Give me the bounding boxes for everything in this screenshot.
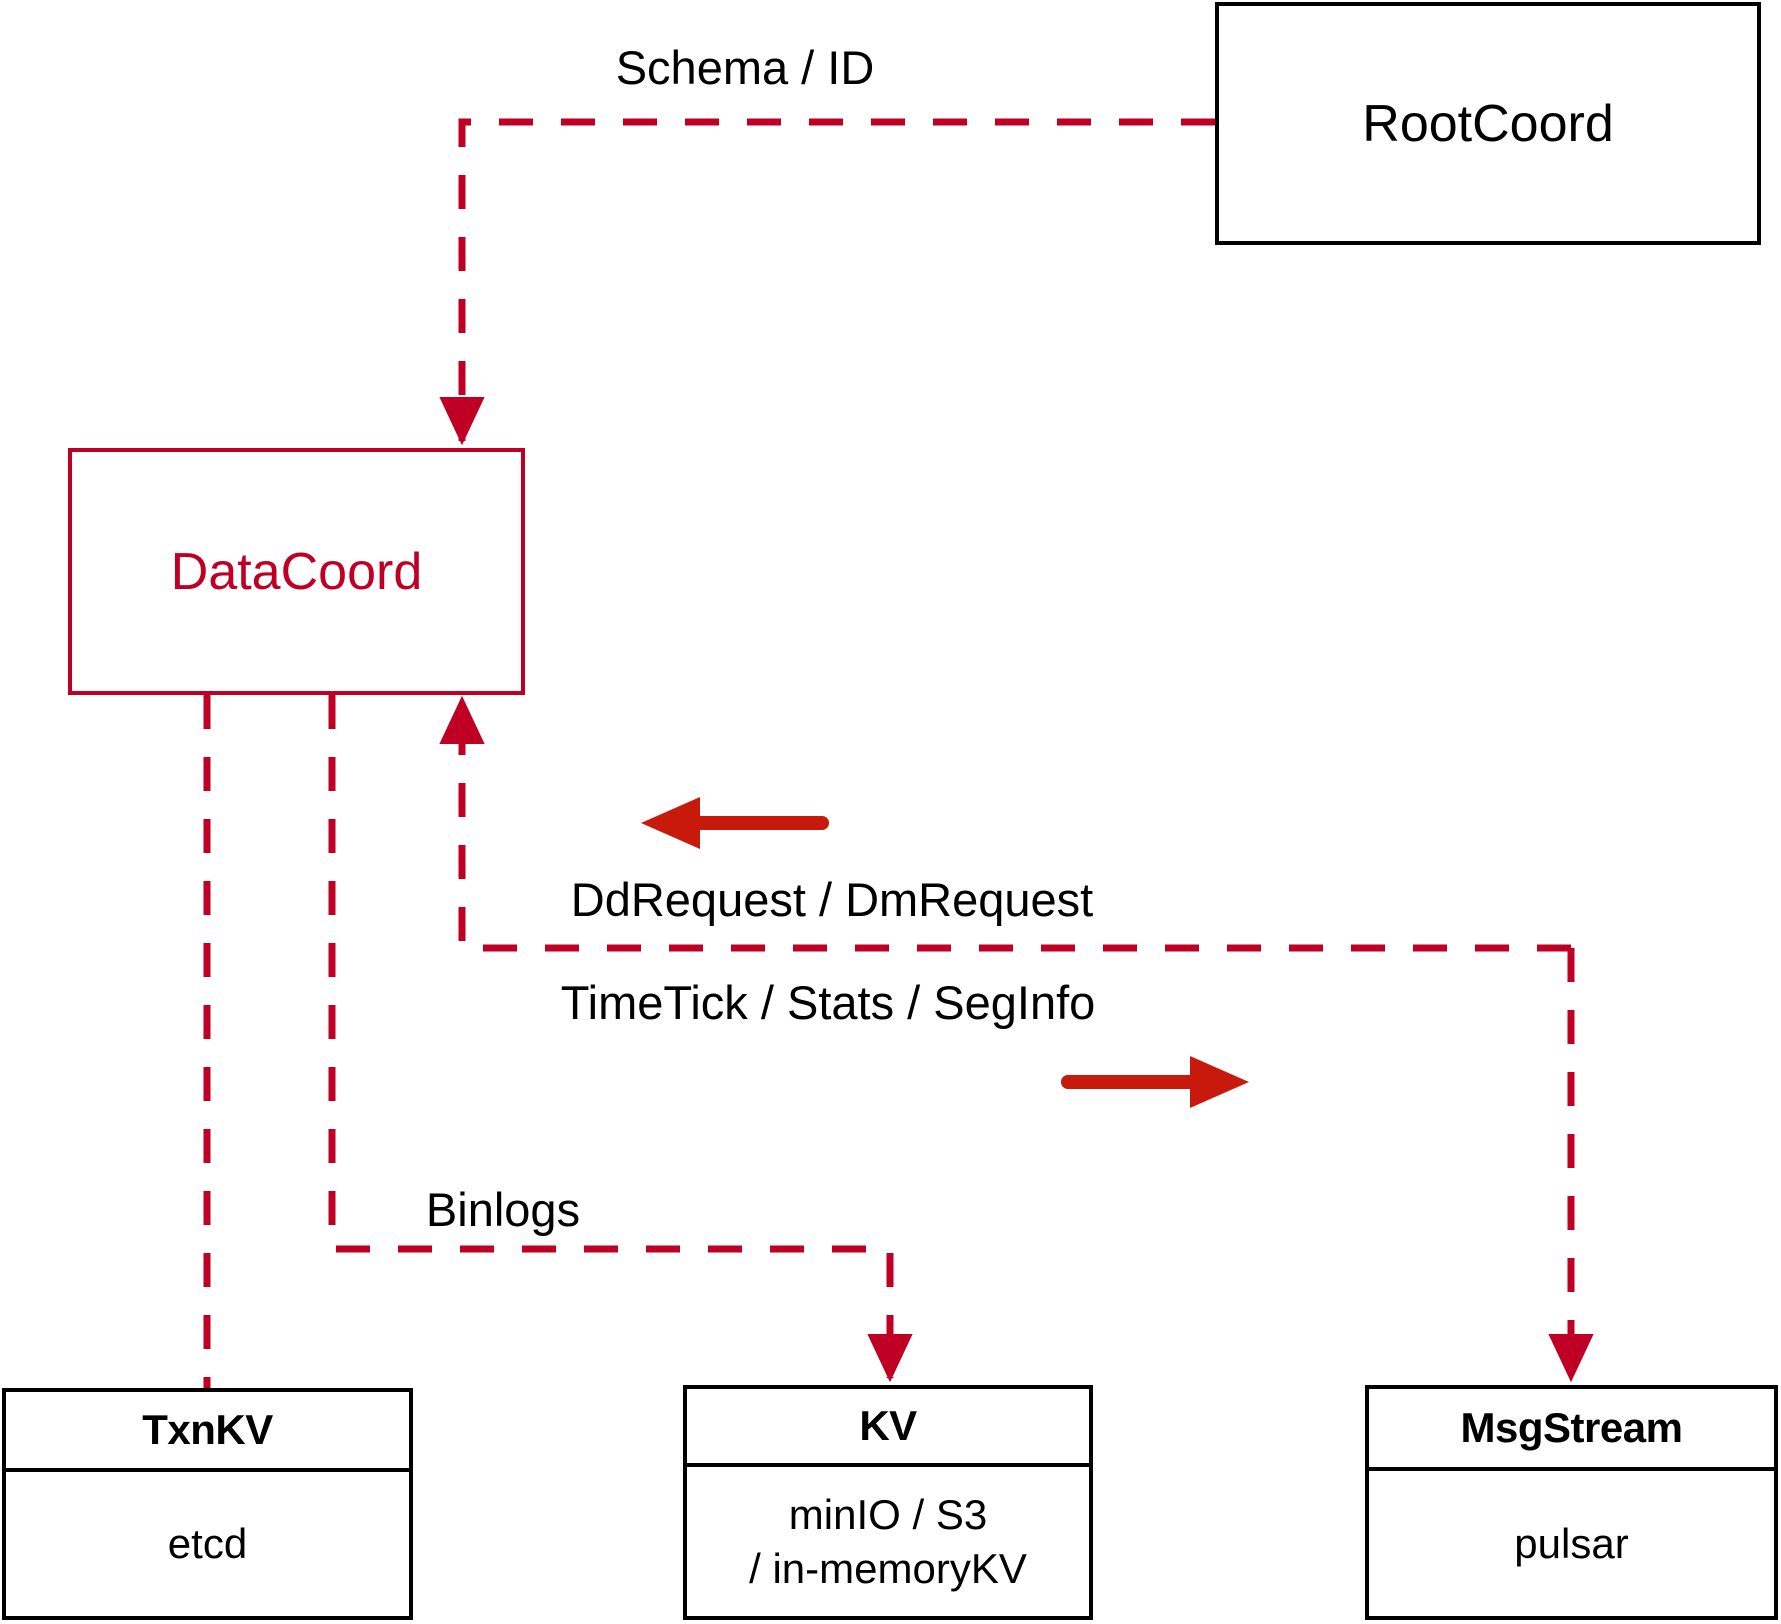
node-msgstream[interactable]: MsgStream pulsar	[1365, 1385, 1778, 1620]
node-txnkv-title: TxnKV	[142, 1406, 273, 1453]
edge-label-timetick-stats-seginfo: TimeTick / Stats / SegInfo	[560, 976, 1096, 1029]
node-msgstream-body: pulsar	[1369, 1471, 1774, 1616]
outbound-arrow-icon	[1061, 1056, 1249, 1108]
node-rootcoord-label: RootCoord	[1362, 94, 1614, 153]
node-txnkv-body: etcd	[6, 1472, 409, 1616]
node-msgstream-title: MsgStream	[1460, 1404, 1683, 1451]
node-kv-body-line-1: minIO / S3	[788, 1490, 988, 1538]
node-kv-title: KV	[859, 1402, 917, 1449]
node-txnkv[interactable]: TxnKV etcd	[2, 1388, 413, 1620]
node-kv-body-line-2: / in-memoryKV	[749, 1544, 1027, 1592]
edge-rootcoord-to-datacoord	[439, 118, 1215, 446]
node-datacoord-label: DataCoord	[170, 542, 423, 601]
edge-label-binlogs: Binlogs	[425, 1183, 581, 1236]
inbound-arrow-icon	[641, 797, 829, 849]
node-kv[interactable]: KV minIO / S3 / in-memoryKV	[683, 1385, 1093, 1620]
node-kv-divider	[687, 1463, 1089, 1467]
node-kv-body: minIO / S3 / in-memoryKV	[687, 1467, 1089, 1616]
edge-label-schema-id: Schema / ID	[615, 41, 875, 94]
node-msgstream-divider	[1369, 1467, 1774, 1471]
node-msgstream-body-line: pulsar	[1514, 1519, 1629, 1567]
edge-datacoord-to-kv	[328, 695, 913, 1383]
node-txnkv-divider	[6, 1468, 409, 1472]
edge-label-dd-dm-request: DdRequest / DmRequest	[570, 873, 1094, 926]
node-txnkv-body-line: etcd	[167, 1520, 248, 1568]
node-datacoord[interactable]: DataCoord	[68, 448, 525, 695]
node-rootcoord[interactable]: RootCoord	[1215, 2, 1761, 245]
